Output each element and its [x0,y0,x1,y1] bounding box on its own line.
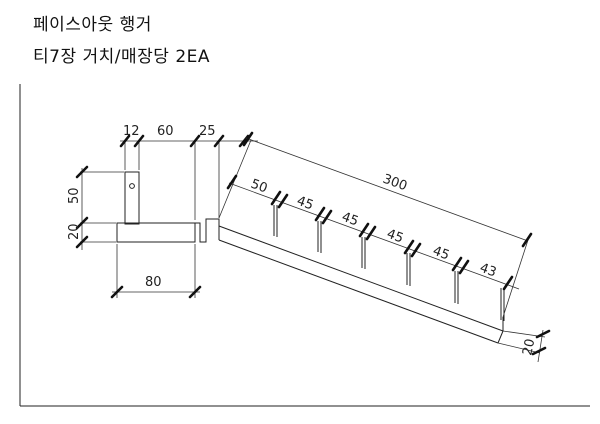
dim-20-vertical: 20 [67,223,82,240]
bottom-ticks [110,285,202,299]
bar-bottom-edge [218,239,499,344]
bottom-ext-lines [116,244,196,298]
pin-6 [500,288,505,321]
drawing-subtitle: 티7장 거치/매장당 2EA [33,47,211,67]
bar-end [497,317,504,344]
dim-300-ticks [242,131,533,248]
dim-300-line [245,137,529,242]
drawing-title: 페이스아웃 행거 [33,15,152,35]
pin-spacing-chain: 50 45 45 45 45 43 [226,174,520,291]
left-ticks [75,165,89,249]
drawing-frame [19,84,590,407]
spacing-45-a: 45 [295,194,316,214]
end-dimension: 20 [497,329,551,363]
dim-80: 80 [145,275,162,290]
spacing-43: 43 [478,261,499,281]
spacing-45-d: 45 [431,244,452,264]
pin-2 [317,221,322,253]
left-dimension-chain: 50 20 [67,165,124,250]
spacing-line [228,182,520,290]
pins [273,205,505,321]
spacing-50: 50 [249,177,270,197]
bar-top-edge [218,225,504,332]
spacing-45-b: 45 [340,210,361,230]
pin-3 [361,237,366,269]
overall-length-dimension: 300 [218,131,533,318]
dim-300: 300 [381,172,409,195]
mount-hole [129,183,135,189]
top-ticks [119,134,250,148]
top-ext-lines [124,141,220,220]
dim-20-end: 20 [520,338,538,357]
dim-12: 12 [123,124,140,139]
base-block [116,222,196,243]
spacing-ticks [226,174,514,291]
mount-plate [124,171,140,225]
dim-60: 60 [157,124,174,139]
spacing-45-c: 45 [385,227,406,247]
top-dimension-chain: 12 60 25 [119,124,258,220]
hook-joint [195,218,220,243]
pin-4 [406,253,411,286]
pin-5 [454,271,459,304]
bottom-dimension: 80 [110,244,202,299]
dim-50-vertical: 50 [67,187,82,204]
left-ext-lines [80,171,124,243]
end-ticks [531,329,551,356]
pin-1 [273,205,278,237]
dim-25: 25 [199,124,216,139]
